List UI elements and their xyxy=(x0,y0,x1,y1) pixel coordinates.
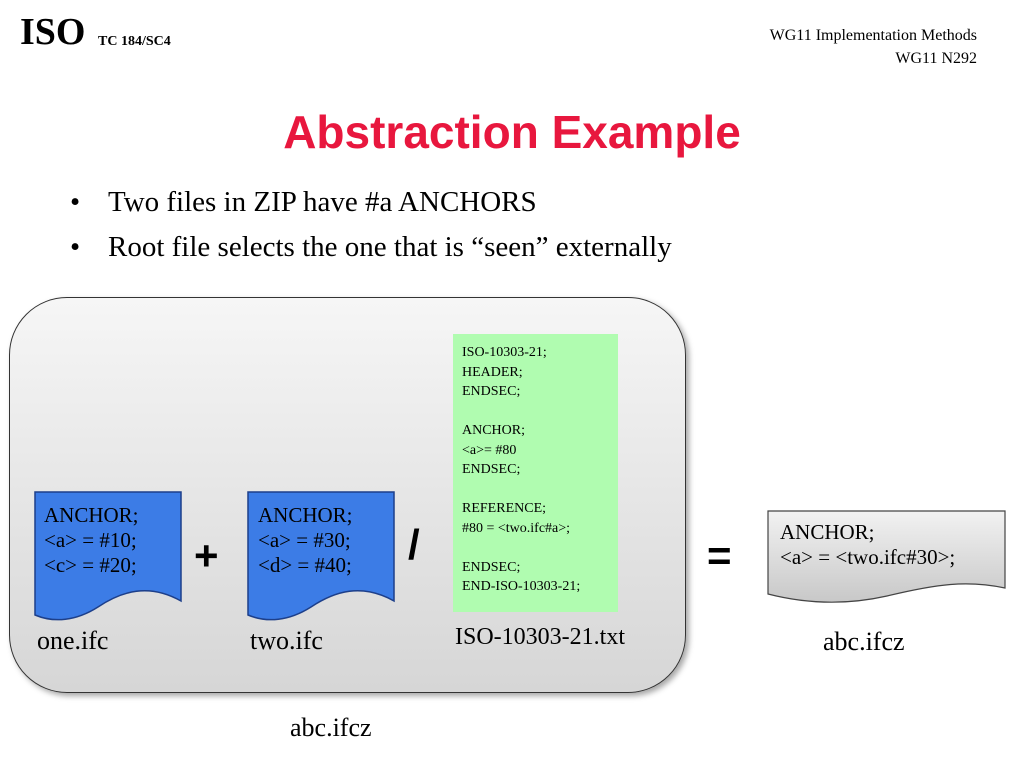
equals-operator: = xyxy=(707,532,732,579)
root-file-line xyxy=(462,402,618,422)
result-content: ANCHOR;<a> = <two.ifc#30>; xyxy=(780,520,955,570)
iso-logo-text: ISO xyxy=(20,11,86,53)
one-ifc-document-icon xyxy=(34,491,182,621)
root-file-line: END-ISO-10303-21; xyxy=(462,579,581,594)
root-file-line: ENDSEC; xyxy=(462,559,521,575)
container-label: abc.ifcz xyxy=(290,713,372,742)
two-ifc-line: <a> = #30; xyxy=(258,528,351,552)
one-ifc-content: ANCHOR;<a> = #10;<c> = #20; xyxy=(44,503,139,578)
two-ifc-content: ANCHOR;<a> = #30;<d> = #40; xyxy=(258,503,353,578)
root-file-line: <a>= #80 xyxy=(462,442,517,458)
bullet-dot-icon: • xyxy=(70,231,81,263)
root-file-line: REFERENCE; xyxy=(462,501,547,516)
bullet-dot-icon: • xyxy=(70,186,81,218)
two-ifc-line: ANCHOR; xyxy=(258,503,353,527)
root-file-line xyxy=(462,480,618,500)
one-ifc-line: <c> = #20; xyxy=(44,553,137,577)
plus-operator: + xyxy=(194,532,219,579)
one-ifc-label: one.ifc xyxy=(37,626,109,655)
bullet-text: Root file selects the one that is “seen”… xyxy=(108,231,672,263)
root-file-line xyxy=(462,538,618,558)
bullet-text: Two files in ZIP have #a ANCHORS xyxy=(108,186,537,218)
one-ifc-line: ANCHOR; xyxy=(44,503,139,527)
two-ifc-line: <d> = #40; xyxy=(258,553,352,577)
one-ifc-line: <a> = #10; xyxy=(44,528,137,552)
root-file-line: ISO-10303-21; xyxy=(462,345,547,360)
result-document-icon xyxy=(767,510,1006,603)
two-ifc-label: two.ifc xyxy=(250,626,323,655)
result-label: abc.ifcz xyxy=(823,627,905,656)
slide-title: Abstraction Example xyxy=(283,106,741,158)
bullet-list: • Two files in ZIP have #a ANCHORS • Root … xyxy=(70,186,672,276)
document-number: WG11 N292 xyxy=(895,50,977,67)
bullet-item: • Root file selects the one that is “seen… xyxy=(70,231,672,264)
committee-label: TC 184/SC4 xyxy=(98,34,171,49)
working-group-title: WG11 Implementation Methods xyxy=(769,27,977,44)
bullet-item: • Two files in ZIP have #a ANCHORS xyxy=(70,186,672,219)
root-file-box: ISO-10303-21; HEADER; ENDSEC; ANCHOR; <a… xyxy=(453,334,618,612)
root-file-line: ANCHOR; xyxy=(462,423,526,438)
root-file-line: HEADER; xyxy=(462,364,523,380)
root-file-line: ENDSEC; xyxy=(462,384,521,399)
slash-operator: / xyxy=(408,521,420,568)
root-file-label: ISO-10303-21.txt xyxy=(455,624,625,650)
root-file-line: ENDSEC; xyxy=(462,462,521,477)
root-file-line: #80 = <two.ifc#a>; xyxy=(462,520,571,536)
result-line: <a> = <two.ifc#30>; xyxy=(780,545,956,569)
result-line: ANCHOR; xyxy=(780,520,875,544)
two-ifc-document-icon xyxy=(247,491,395,621)
